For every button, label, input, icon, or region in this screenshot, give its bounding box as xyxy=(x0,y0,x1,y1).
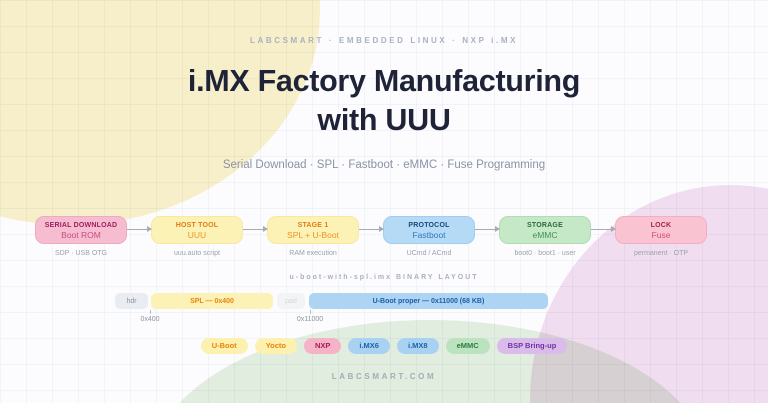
flow-step-subtitle: Fastboot xyxy=(412,229,446,240)
binary-segment-hdr: hdr xyxy=(115,293,148,309)
flow-step-caption: permanent · OTP xyxy=(633,250,689,257)
tag-u-boot: U-Boot xyxy=(200,338,248,354)
flow-step-title: HOST TOOL xyxy=(175,221,219,229)
flow-step-box: PROTOCOL Fastboot xyxy=(383,216,475,244)
binary-segment-spl: SPL — 0x400 xyxy=(151,293,273,309)
flow-step-subtitle: SPL + U-Boot xyxy=(287,229,339,240)
kicker-text: LABCSMART · EMBEDDED LINUX · NXP i.MX xyxy=(249,36,519,45)
flow-step-box: HOST TOOL UUU xyxy=(151,216,243,244)
flow-step-title: LOCK xyxy=(650,221,672,229)
page-title: i.MX Factory Manufacturing with UUU xyxy=(0,62,768,140)
flow-step-subtitle: Fuse xyxy=(651,229,671,240)
flow-step-box: SERIAL DOWNLOAD Boot ROM xyxy=(35,216,127,244)
flow-step-title: STAGE 1 xyxy=(297,221,329,229)
flow-arrow-icon xyxy=(243,226,268,232)
page-title-line-1: i.MX Factory Manufacturing xyxy=(187,64,581,98)
tag-yocto: Yocto xyxy=(254,338,297,354)
tick-label: 0x400 xyxy=(140,316,160,323)
flow-arrow-icon xyxy=(591,226,616,232)
tag-emmc: eMMC xyxy=(445,338,490,354)
tag-bsp-bring-up: BSP Bring-up xyxy=(496,338,568,354)
tick-mark xyxy=(150,310,151,314)
flow-arrow-icon xyxy=(475,226,500,232)
flow-arrow-icon xyxy=(359,226,384,232)
flow-step-subtitle: Boot ROM xyxy=(61,229,101,240)
tick-label: 0x11000 xyxy=(296,316,324,323)
page-subtitle: Serial Download · SPL · Fastboot · eMMC … xyxy=(222,159,546,171)
flow-step-caption: boot0 · boot1 · user xyxy=(514,250,576,257)
binary-layout-heading: u-boot-with-spl.imx BINARY LAYOUT xyxy=(289,274,479,281)
flow-step-caption: RAM execution xyxy=(289,250,337,257)
flow-step-box: STAGE 1 SPL + U-Boot xyxy=(267,216,359,244)
tag-nxp: NXP xyxy=(303,338,342,354)
topic-tags: U-Boot Yocto NXP i.MX6 i.MX8 eMMC BSP Br… xyxy=(0,338,768,354)
flow-step-subtitle: UUU xyxy=(187,229,207,240)
flow-diagram: SERIAL DOWNLOAD Boot ROM SDP · USB OTG H… xyxy=(35,216,707,257)
flow-step-title: STORAGE xyxy=(527,221,563,229)
binary-segment-uboot-proper: U-Boot proper — 0x11000 (68 KB) xyxy=(309,293,548,309)
binary-layout-bar: hdr SPL — 0x400 pad U-Boot proper — 0x11… xyxy=(115,293,548,309)
flow-step-protocol: PROTOCOL Fastboot UCmd / ACmd xyxy=(383,216,475,257)
flow-arrow-icon xyxy=(127,226,152,232)
flow-step-box: STORAGE eMMC xyxy=(499,216,591,244)
tag-imx8: i.MX8 xyxy=(396,338,439,354)
flow-step-title: PROTOCOL xyxy=(408,221,450,229)
site-footer: LABCSMART.COM xyxy=(331,372,437,381)
flow-step-lock: LOCK Fuse permanent · OTP xyxy=(615,216,707,257)
flow-step-title: SERIAL DOWNLOAD xyxy=(44,221,118,229)
flow-step-caption: SDP · USB OTG xyxy=(55,250,107,257)
flow-step-storage: STORAGE eMMC boot0 · boot1 · user xyxy=(499,216,591,257)
flow-step-serial-download: SERIAL DOWNLOAD Boot ROM SDP · USB OTG xyxy=(35,216,127,257)
flow-step-subtitle: eMMC xyxy=(532,229,558,240)
tick-mark xyxy=(310,310,311,314)
binary-segment-pad: pad xyxy=(277,293,305,309)
flow-step-caption: uuu.auto script xyxy=(174,250,220,257)
flow-step-box: LOCK Fuse xyxy=(615,216,707,244)
flow-step-stage-1: STAGE 1 SPL + U-Boot RAM execution xyxy=(267,216,359,257)
flow-step-caption: UCmd / ACmd xyxy=(406,250,452,257)
page-title-line-2: with UUU xyxy=(317,103,451,137)
tag-imx6: i.MX6 xyxy=(348,338,390,354)
flow-step-host-tool: HOST TOOL UUU uuu.auto script xyxy=(151,216,243,257)
